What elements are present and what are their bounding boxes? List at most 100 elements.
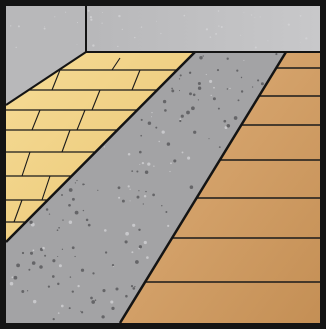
concrete-speck <box>81 269 84 272</box>
concrete-speck <box>261 82 264 85</box>
concrete-speck <box>145 191 146 192</box>
concrete-speck <box>199 56 202 59</box>
concrete-speck <box>68 204 71 207</box>
wall-speck <box>254 17 255 18</box>
concrete-speck <box>111 307 114 310</box>
wall-speck <box>134 37 135 38</box>
wall-speck <box>218 25 219 26</box>
concrete-speck <box>52 275 55 278</box>
concrete-speck <box>238 99 240 101</box>
concrete-speck <box>72 198 75 201</box>
concrete-speck <box>151 116 152 117</box>
concrete-speck <box>142 162 144 164</box>
concrete-speck <box>118 186 121 189</box>
concrete-speck <box>206 74 207 75</box>
concrete-speck <box>189 92 192 95</box>
concrete-speck <box>144 195 146 197</box>
concrete-speck <box>227 124 231 128</box>
concrete-speck <box>76 180 77 181</box>
concrete-speck <box>223 120 226 123</box>
concrete-speck <box>53 318 55 320</box>
concrete-speck <box>162 130 165 133</box>
concrete-speck <box>209 80 212 83</box>
concrete-speck <box>219 146 221 148</box>
concrete-speck <box>101 315 104 318</box>
concrete-speck <box>163 100 166 103</box>
concrete-speck <box>72 246 75 249</box>
concrete-speck <box>22 252 24 254</box>
wall-speck <box>90 16 92 18</box>
concrete-speck <box>148 121 151 124</box>
concrete-speck <box>190 72 191 73</box>
concrete-speck <box>179 78 180 79</box>
concrete-speck <box>57 229 59 231</box>
concrete-speck <box>82 183 84 185</box>
wall-speck <box>77 22 78 23</box>
concrete-speck <box>130 200 131 201</box>
concrete-speck <box>241 90 243 92</box>
concrete-speck <box>198 82 201 85</box>
concrete-speck <box>104 146 105 147</box>
concrete-speck <box>143 203 144 204</box>
concrete-speck <box>88 224 91 227</box>
wall-speck <box>305 37 307 39</box>
wall-speck <box>267 40 268 41</box>
wall-speck <box>65 12 66 13</box>
wall-speck <box>215 33 217 35</box>
concrete-speck <box>152 194 155 197</box>
concrete-speck <box>213 87 215 89</box>
wall-speck <box>255 46 257 48</box>
concrete-speck <box>30 252 33 255</box>
concrete-speck <box>95 299 97 301</box>
wall-speck <box>90 19 92 21</box>
concrete-speck <box>164 109 167 112</box>
concrete-speck <box>77 285 79 287</box>
concrete-speck <box>139 164 140 165</box>
concrete-speck <box>29 221 32 224</box>
concrete-speck <box>179 120 181 122</box>
wall-speck <box>240 35 241 36</box>
concrete-speck <box>208 138 209 139</box>
concrete-speck <box>91 300 95 304</box>
wall-speck <box>44 28 46 30</box>
concrete-speck <box>57 256 58 257</box>
concrete-speck <box>171 88 173 90</box>
concrete-speck <box>193 131 196 134</box>
wall-speck <box>118 15 120 17</box>
concrete-speck <box>171 89 174 92</box>
concrete-speck <box>131 170 133 172</box>
concrete-speck <box>180 74 182 76</box>
wall-speck <box>54 16 55 17</box>
wall-speck <box>156 21 157 22</box>
wall-speck <box>18 25 20 27</box>
concrete-speck <box>139 245 142 248</box>
wall-speck <box>288 23 290 25</box>
concrete-speck <box>42 247 45 250</box>
concrete-speck <box>186 111 190 115</box>
concrete-speck <box>198 87 201 90</box>
concrete-speck <box>173 159 176 162</box>
concrete-speck <box>234 116 238 120</box>
wall-speck <box>102 12 103 13</box>
concrete-speck <box>275 53 277 55</box>
concrete-speck <box>217 69 219 71</box>
concrete-speck <box>181 115 184 118</box>
concrete-speck <box>144 241 147 244</box>
concrete-speck <box>104 229 107 232</box>
concrete-speck <box>75 211 79 215</box>
concrete-speck <box>81 311 83 313</box>
concrete-speck <box>62 249 63 250</box>
concrete-speck <box>46 208 49 211</box>
concrete-speck <box>135 260 139 264</box>
concrete-speck <box>92 272 94 274</box>
concrete-speck <box>80 311 81 312</box>
concrete-speck <box>203 55 204 56</box>
wall-speck <box>218 10 220 12</box>
concrete-speck <box>128 153 131 156</box>
concrete-speck <box>167 225 169 227</box>
wall-speck <box>101 22 102 23</box>
concrete-speck <box>129 189 130 190</box>
concrete-speck <box>137 196 140 199</box>
concrete-speck <box>49 213 50 214</box>
